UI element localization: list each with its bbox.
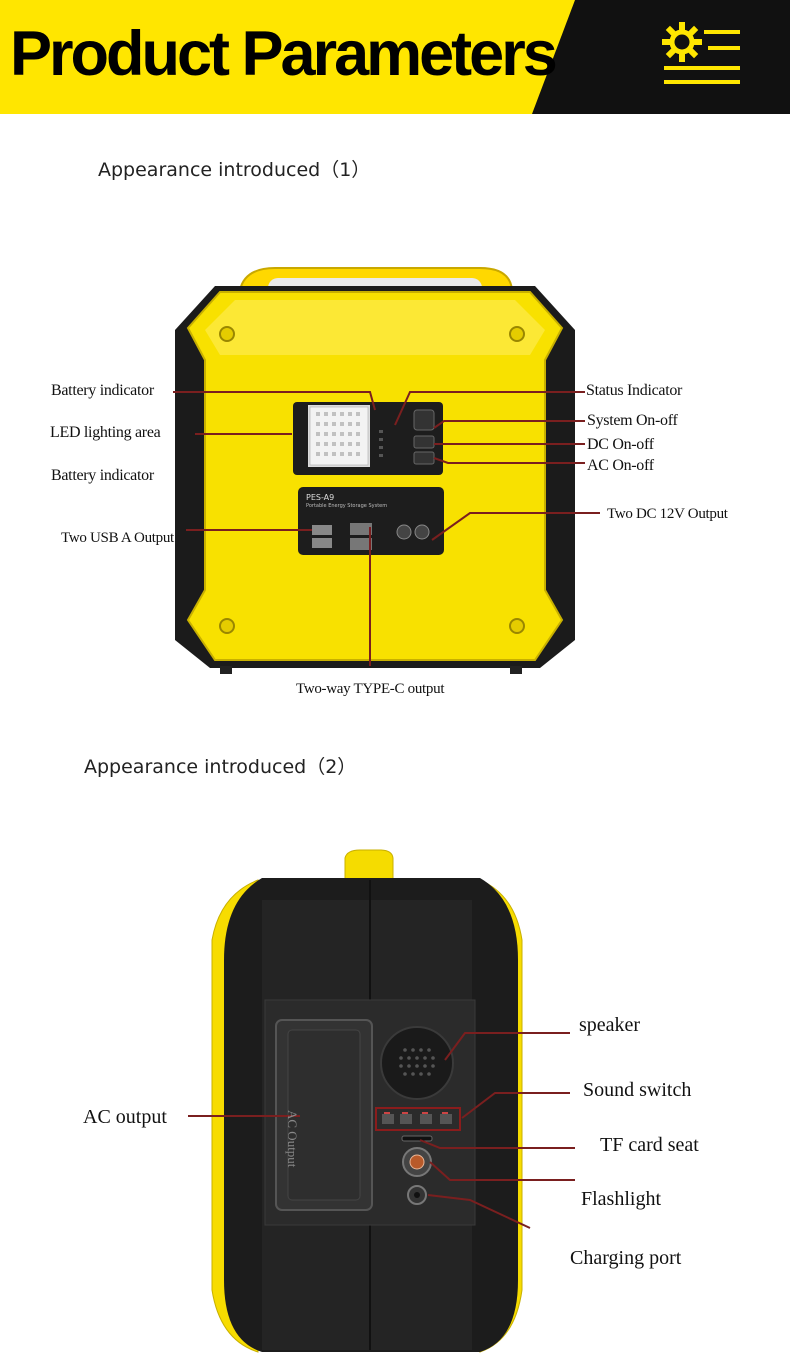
- label-battery-indicator-top: Battery indicator: [51, 382, 154, 399]
- panel-model-text: PES-A9: [306, 493, 335, 502]
- label-ac-on-off: AC On-off: [587, 457, 654, 474]
- label-status-indicator: Status Indicator: [586, 382, 683, 399]
- label-ac-output: AC output: [83, 1106, 167, 1128]
- label-battery-indicator-bottom: Battery indicator: [51, 467, 154, 484]
- ac-output-cover-text: AC Output: [285, 1110, 300, 1168]
- label-two-usb-a-output: Two USB A Output: [61, 530, 174, 546]
- label-system-on-off: System On-off: [587, 412, 678, 429]
- label-two-way-type-c-output: Two-way TYPE-C output: [296, 681, 445, 697]
- label-two-dc-12v-output: Two DC 12V Output: [607, 506, 728, 522]
- gear-list-icon: [662, 22, 740, 84]
- label-sound-switch: Sound switch: [583, 1079, 692, 1101]
- label-led-lighting-area: LED lighting area: [50, 424, 161, 441]
- header-black-stripe: [532, 0, 790, 114]
- label-tf-card-seat: TF card seat: [600, 1134, 699, 1156]
- panel-subtitle-text: Portable Energy Storage System: [306, 503, 388, 509]
- label-dc-on-off: DC On-off: [587, 436, 654, 453]
- section1-title: Appearance introduced（1）: [98, 159, 371, 181]
- section2-title: Appearance introduced（2）: [84, 756, 357, 778]
- label-speaker: speaker: [579, 1014, 641, 1036]
- label-flashlight: Flashlight: [581, 1188, 662, 1210]
- label-charging-port: Charging port: [570, 1247, 682, 1269]
- page-title: Product Parameters: [10, 19, 558, 89]
